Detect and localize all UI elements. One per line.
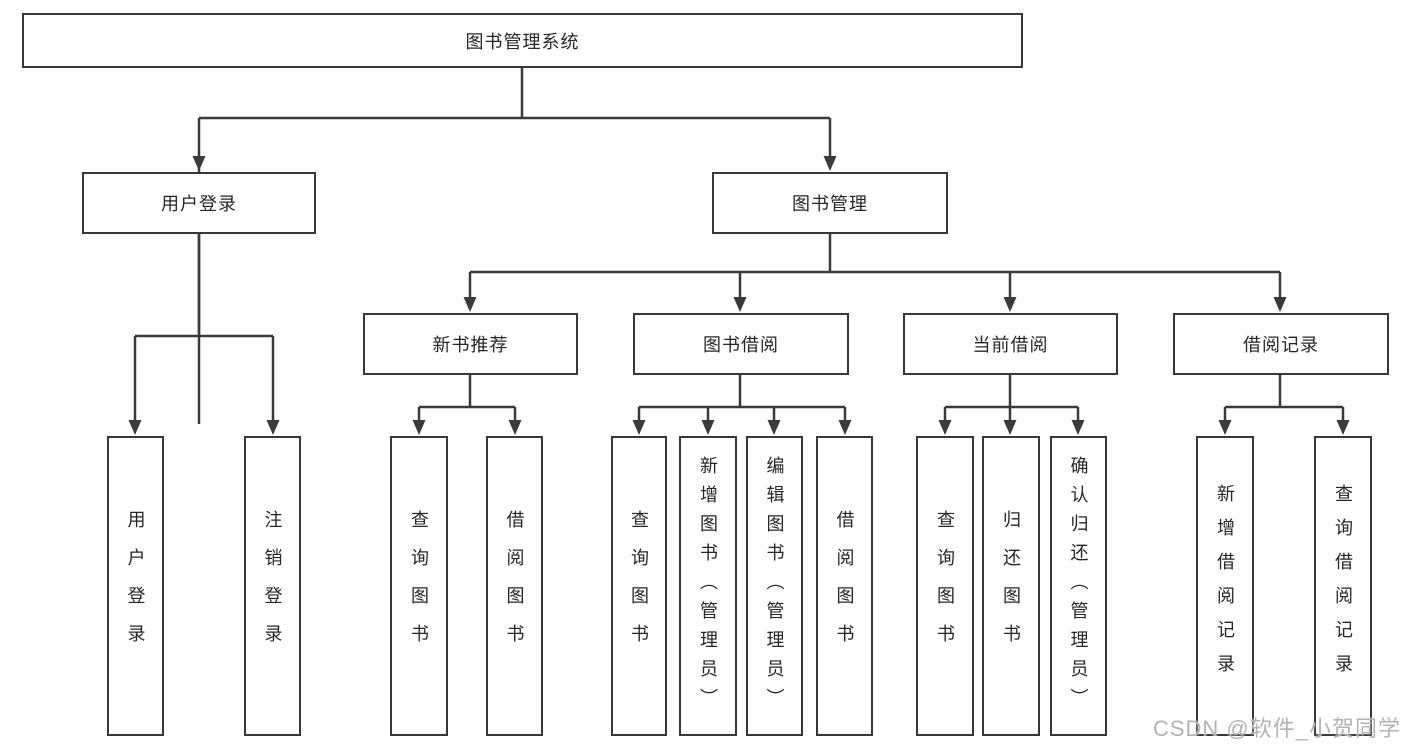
leaf-borrow-books-recommend: 借阅图书 (486, 436, 543, 736)
csdn-watermark: CSDN @软件_小贺同学 (1152, 716, 1401, 741)
node-root: 图书管理系统 (22, 13, 1023, 68)
connector-user-login-split (133, 234, 275, 422)
leaf-query-books-recommend: 查询图书 (390, 436, 448, 736)
leaf-edit-books-admin: 编辑图书（管理员） (746, 436, 803, 736)
connector-root-to-level2 (197, 68, 832, 424)
node-book-borrow-label: 图书借阅 (703, 335, 779, 355)
leaf-user-login: 用户登录 (107, 436, 164, 736)
leaf-confirm-return-admin: 确认归还（管理员） (1050, 436, 1107, 736)
node-current-borrow-label: 当前借阅 (972, 335, 1049, 355)
arrowheads (128, 156, 1350, 435)
connector-book-borrow-split (637, 375, 847, 422)
node-new-book-recommend: 新书推荐 (363, 313, 578, 375)
leaf-query-books-recommend-label: 查询图书 (409, 510, 429, 662)
leaf-borrow-books: 借阅图书 (816, 436, 873, 736)
leaf-query-books-borrow-label: 查询图书 (629, 510, 649, 662)
leaf-return-books: 归还图书 (982, 436, 1040, 736)
leaf-add-books-admin-label: 新增图书（管理员） (698, 455, 718, 717)
node-borrow-records-label: 借阅记录 (1243, 335, 1319, 355)
leaf-logout: 注销登录 (244, 436, 301, 736)
leaf-borrow-books-label: 借阅图书 (834, 510, 855, 662)
connector-new-book-recommend-split (417, 375, 517, 422)
leaf-query-borrow-record: 查询借阅记录 (1314, 436, 1372, 736)
node-user-login-label: 用户登录 (161, 194, 237, 214)
leaf-borrow-books-recommend-label: 借阅图书 (504, 510, 525, 662)
node-root-label: 图书管理系统 (465, 31, 580, 52)
node-book-borrow: 图书借阅 (633, 313, 849, 375)
connector-book-management-split (468, 234, 1282, 300)
connector-current-borrow-split (943, 375, 1080, 422)
node-borrow-records: 借阅记录 (1173, 313, 1389, 375)
leaf-add-borrow-record-label: 新增借阅记录 (1215, 484, 1235, 688)
leaf-user-login-label: 用户登录 (125, 510, 146, 662)
leaf-query-books-current: 查询图书 (916, 436, 974, 736)
node-new-book-recommend-label: 新书推荐 (432, 335, 509, 355)
node-user-login: 用户登录 (82, 172, 316, 234)
leaf-add-books-admin: 新增图书（管理员） (679, 436, 737, 736)
leaf-query-books-current-label: 查询图书 (935, 510, 955, 662)
connector-borrow-records-split (1223, 375, 1345, 422)
leaf-return-books-label: 归还图书 (1001, 510, 1021, 662)
leaf-query-borrow-record-label: 查询借阅记录 (1333, 484, 1353, 688)
node-book-management: 图书管理 (712, 172, 948, 234)
leaf-logout-label: 注销登录 (262, 510, 283, 662)
leaf-edit-books-admin-label: 编辑图书（管理员） (764, 455, 785, 717)
leaf-query-books-borrow: 查询图书 (611, 436, 667, 736)
leaf-add-borrow-record: 新增借阅记录 (1196, 436, 1254, 736)
leaf-confirm-return-admin-label: 确认归还（管理员） (1068, 455, 1089, 717)
node-book-management-label: 图书管理 (792, 194, 868, 214)
node-current-borrow: 当前借阅 (903, 313, 1118, 375)
